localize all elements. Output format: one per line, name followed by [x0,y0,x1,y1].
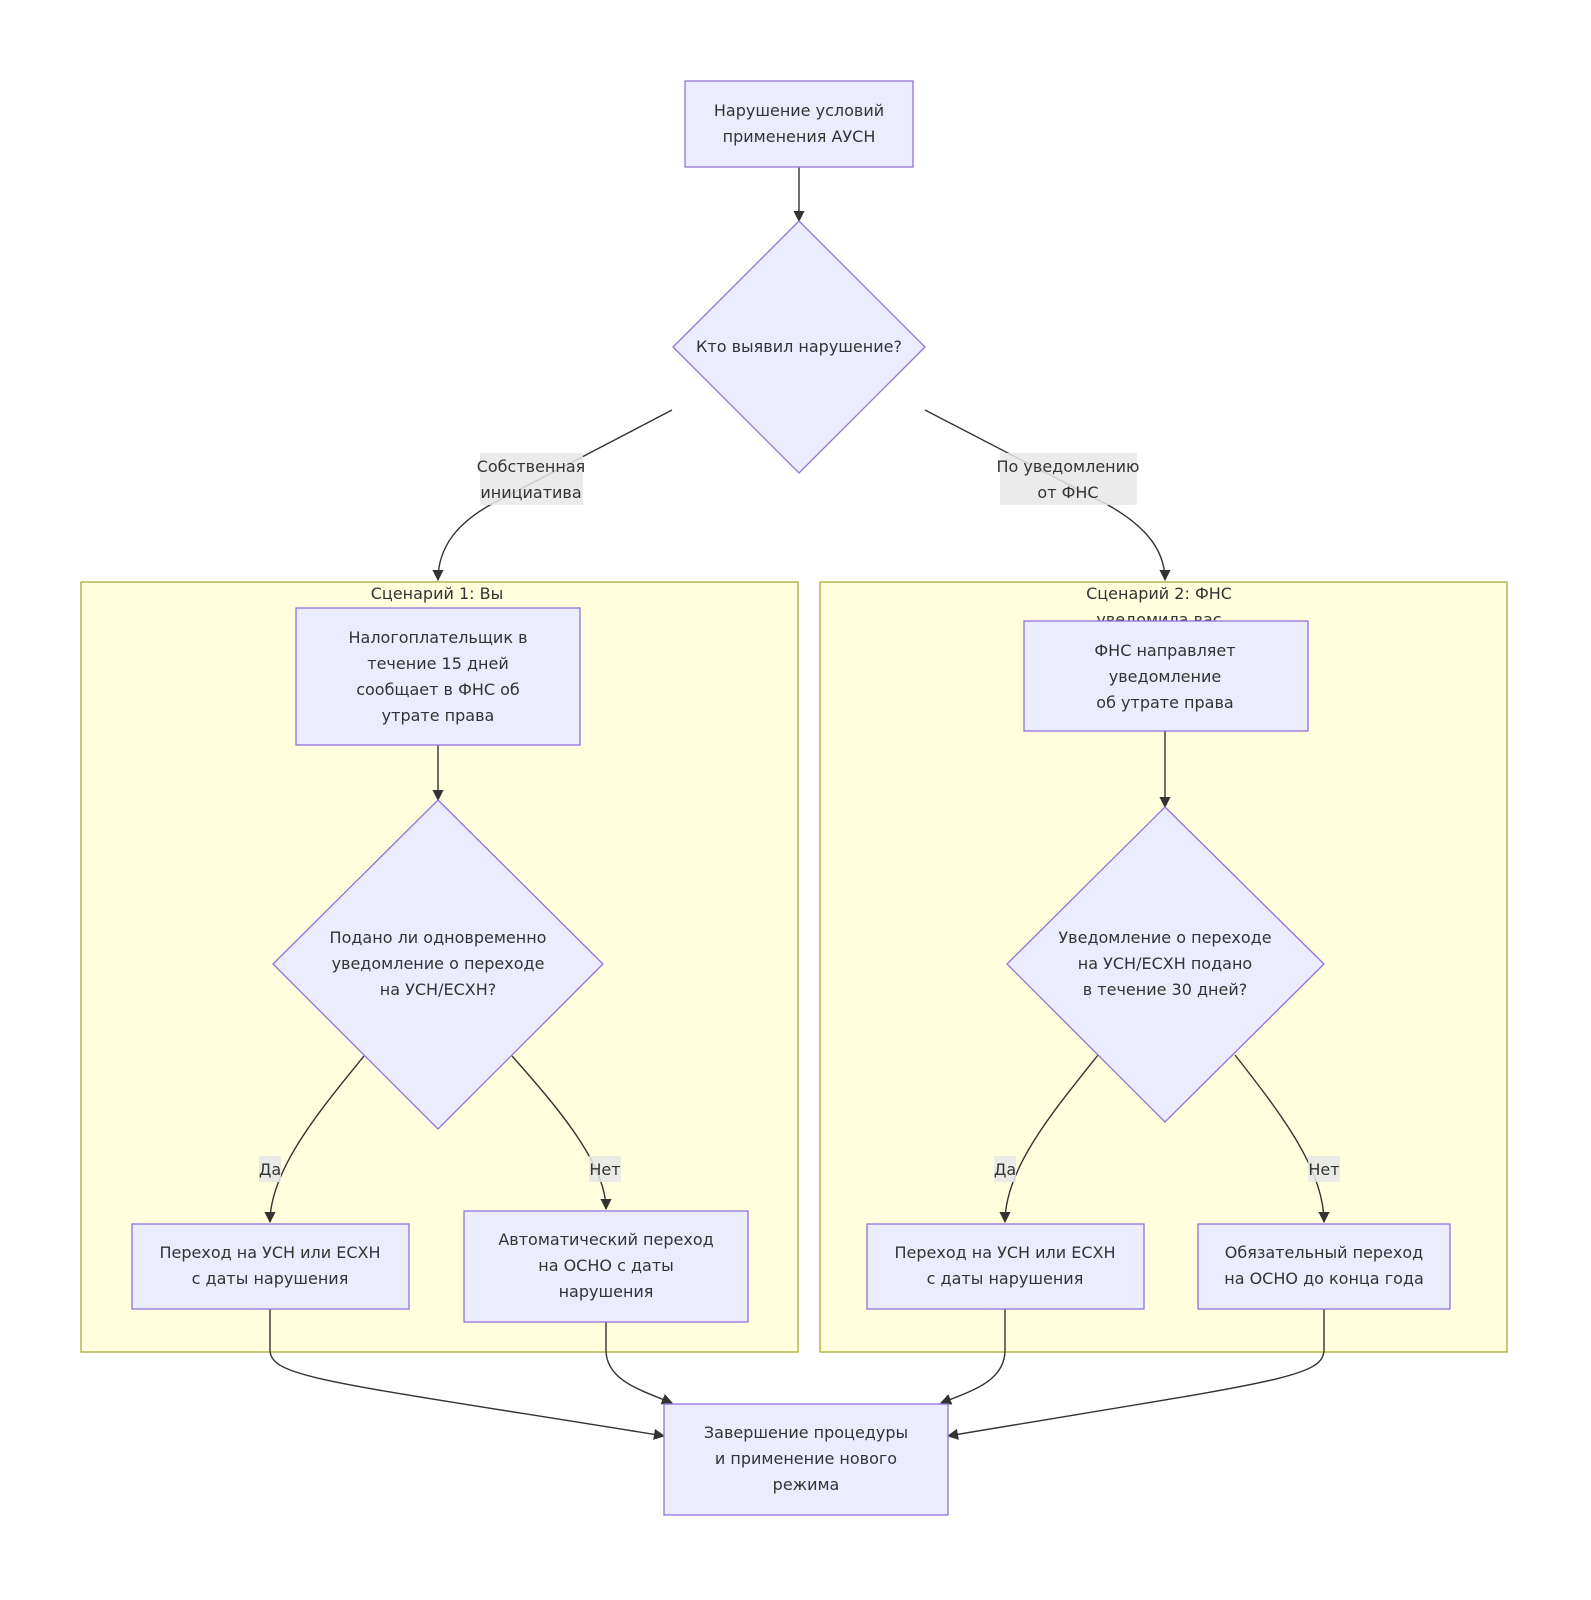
edge-s2-yes-to-end [939,1309,1006,1405]
node-s1-auto-osno-text: Автоматический переход на ОСНО с даты нару… [498,1230,713,1301]
text-line: уведомление о переходе [332,954,545,973]
text-line: на ОСНО с даты [538,1256,674,1275]
text-line: Переход на УСН или ЕСХН [159,1243,380,1262]
edge-who-to-scenario-1 [432,409,673,582]
text-line: от ФНС [1037,483,1098,502]
edge-s2-question-to-no [1234,1054,1330,1224]
decision-s2-notice-30-days: Уведомление о переходе на УСН/ЕСХН подано… [1006,806,1325,1123]
text-line: Собственная [477,457,586,476]
text-line: нарушения [559,1282,654,1301]
text-line: сообщает в ФНС об [356,680,520,699]
edge-label-s1-yes-text: Да [259,1160,281,1179]
node-s1-taxpayer-notifies: Налогоплательщик в течение 15 дней сообщае… [295,607,581,746]
text-line: По уведомлению [997,457,1140,476]
edge-label-fns-notice-text: По уведомлению от ФНС [997,457,1140,502]
node-s2-fns-sends-text: ФНС направляет уведомление об утрате права [1094,641,1235,712]
text-line: Кто выявил нарушение? [696,337,902,356]
decision-s2-notice-30-days-text: Уведомление о переходе на УСН/ЕСХН подано… [1058,928,1271,999]
decision-who-found: Кто выявил нарушение? [672,220,926,474]
edge-label-s1-yes: Да [259,1156,281,1182]
text-line: Да [259,1160,281,1179]
cluster-scenario-1-title: Сценарий 1: Вы [371,584,503,603]
edge-label-s1-no-text: Нет [589,1160,620,1179]
text-line: Уведомление о переходе [1058,928,1271,947]
edge-label-s2-no: Нет [1308,1156,1340,1182]
text-line: об утрате права [1096,693,1233,712]
edge-s2-no-to-end [946,1309,1325,1440]
text-line: на УСН/ЕСХН? [380,980,496,999]
text-line: с даты нарушения [927,1269,1084,1288]
edge-s2-question-to-yes [999,1054,1099,1224]
text-line: на ОСНО до конца года [1224,1269,1424,1288]
text-line: с даты нарушения [192,1269,349,1288]
text-line: в течение 30 дней? [1083,980,1247,999]
edge-label-s2-yes-text: Да [994,1160,1016,1179]
text-line: Обязательный переход [1225,1243,1423,1262]
node-violation-start-text: Нарушение условий применения АУСН [714,101,884,146]
text-line: Завершение процедуры [704,1423,908,1442]
edge-label-s1-no: Нет [589,1156,621,1182]
text-line: и применение нового [715,1449,897,1468]
node-s2-switch-usn-text: Переход на УСН или ЕСХН с даты нарушения [894,1243,1115,1288]
text-line: на УСН/ЕСХН подано [1078,954,1252,973]
text-line: Налогоплательщик в [348,628,527,647]
text-line: применения АУСН [723,127,876,146]
edge-label-s2-yes: Да [994,1156,1016,1182]
edges [264,167,1330,1440]
decision-who-found-text: Кто выявил нарушение? [696,337,902,356]
node-s1-auto-osno: Автоматический переход на ОСНО с даты нару… [463,1210,749,1323]
text-line: Нет [1308,1160,1339,1179]
edge-s1-yes-to-end [269,1309,666,1440]
text-line: течение 15 дней [367,654,508,673]
node-s1-switch-usn: Переход на УСН или ЕСХН с даты нарушения [131,1223,410,1310]
node-violation-start: Нарушение условий применения АУСН [684,80,914,168]
text-line: Нарушение условий [714,101,884,120]
text-line: Сценарий 2: ФНС [1086,584,1232,603]
edge-label-own-initiative: Собственная инициатива [477,453,586,505]
node-s1-taxpayer-notifies-text: Налогоплательщик в течение 15 дней сообщае… [348,628,527,725]
node-s2-switch-usn: Переход на УСН или ЕСХН с даты нарушения [866,1223,1145,1310]
text-line: уведомление [1109,667,1221,686]
edge-label-fns-notice: По уведомлению от ФНС [997,453,1140,505]
text-line: Переход на УСН или ЕСХН [894,1243,1115,1262]
node-s2-fns-sends: ФНС направляет уведомление об утрате права [1023,620,1309,732]
text-line: утрате права [382,706,495,725]
text-line: инициатива [480,483,581,502]
text-line: Подано ли одновременно [330,928,547,947]
text-line: Сценарий 1: Вы [371,584,503,603]
edge-label-s2-no-text: Нет [1308,1160,1339,1179]
node-s2-mandatory-osno: Обязательный переход на ОСНО до конца год… [1197,1223,1451,1310]
node-s1-switch-usn-text: Переход на УСН или ЕСХН с даты нарушения [159,1243,380,1288]
decision-s1-simultaneous-notice-text: Подано ли одновременно уведомление о пере… [330,928,547,999]
text-line: Да [994,1160,1016,1179]
edge-who-to-scenario-2 [924,409,1171,582]
edge-s1-no-to-end [605,1322,674,1405]
text-line: Нет [589,1160,620,1179]
edge-s1-question-to-no [511,1055,612,1211]
edge-label-own-initiative-text: Собственная инициатива [477,457,586,502]
text-line: ФНС направляет [1094,641,1235,660]
text-line: Автоматический переход [498,1230,713,1249]
node-s2-mandatory-osno-text: Обязательный переход на ОСНО до конца год… [1224,1243,1424,1288]
decision-s1-simultaneous-notice: Подано ли одновременно уведомление о пере… [272,799,604,1130]
text-line: режима [773,1475,840,1494]
node-procedure-complete: Завершение процедуры и применение нового р… [663,1403,949,1516]
edge-s1-question-to-yes [264,1055,365,1224]
node-procedure-complete-text: Завершение процедуры и применение нового р… [704,1423,908,1494]
